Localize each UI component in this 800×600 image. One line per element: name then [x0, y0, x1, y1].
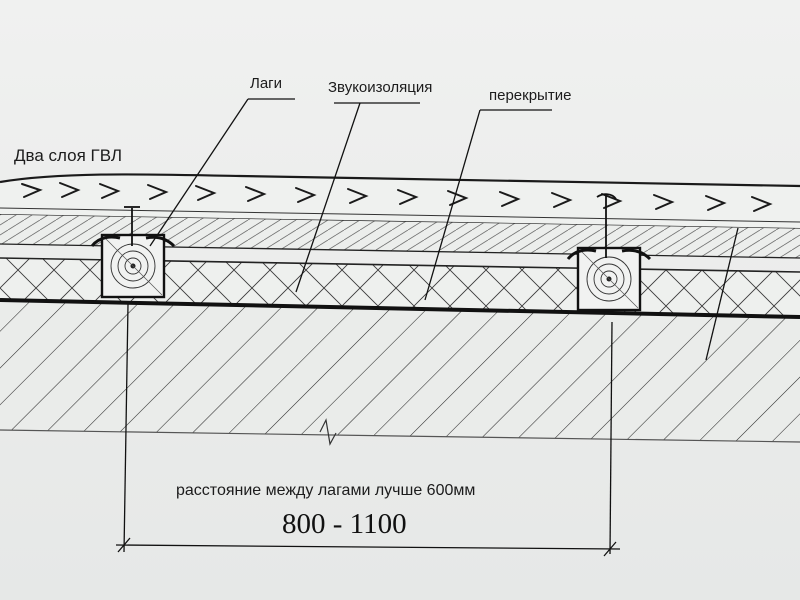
floor-slab: [0, 302, 800, 446]
joist-left: [90, 233, 176, 299]
gvl-label: Два слоя ГВЛ: [14, 146, 123, 165]
slab-top-line: [0, 298, 800, 319]
gvl-layers: [0, 173, 800, 228]
screws: [124, 193, 617, 258]
leader-lines: [149, 98, 739, 361]
dimension-line: [115, 303, 621, 557]
joist-right: [566, 246, 652, 312]
dimension-value: 800 - 1100: [282, 508, 407, 540]
joists-label: Лаги: [250, 75, 283, 92]
sound-insulation-label: Звукоизоляция: [328, 79, 433, 96]
floor-slab-label: перекрытие: [489, 87, 572, 104]
spacing-note: расстояние между лагами лучше 600мм: [176, 482, 476, 499]
